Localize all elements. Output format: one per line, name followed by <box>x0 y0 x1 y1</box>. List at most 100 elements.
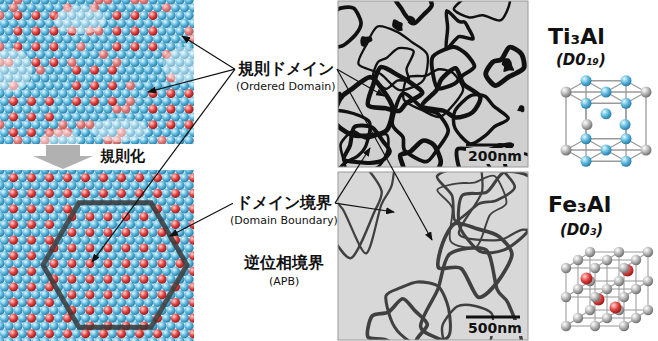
atom <box>90 298 99 307</box>
atom <box>153 19 162 28</box>
atom <box>112 212 121 221</box>
tem-micrograph <box>338 172 528 340</box>
atom <box>99 144 108 145</box>
atom <box>144 329 153 338</box>
atom <box>49 212 58 221</box>
atom <box>49 337 58 341</box>
atom <box>157 136 166 144</box>
atom <box>18 19 27 28</box>
atom <box>49 58 58 67</box>
atom <box>112 27 121 36</box>
atom <box>117 34 126 43</box>
atom <box>126 144 135 145</box>
dark-spot <box>502 58 515 72</box>
atom <box>162 173 171 182</box>
atom <box>171 3 180 12</box>
atom <box>81 66 90 75</box>
atom <box>76 73 85 82</box>
atom <box>180 144 189 145</box>
micrograph-frame <box>338 1 528 167</box>
atom <box>153 50 162 59</box>
domain-boundary-line <box>459 172 528 240</box>
atom <box>58 197 67 206</box>
term-label: 逆位相境界 <box>244 254 324 272</box>
atom <box>139 11 148 20</box>
atom <box>27 329 36 338</box>
atom <box>58 337 67 341</box>
atom <box>99 251 108 260</box>
atom <box>157 321 166 330</box>
atom <box>27 34 36 43</box>
atom <box>153 128 162 137</box>
atom <box>4 306 13 315</box>
atom <box>36 19 45 28</box>
atom <box>18 128 27 137</box>
atom <box>130 105 139 114</box>
domain-boundary-line <box>386 282 451 340</box>
atom <box>18 34 27 43</box>
atom <box>63 329 72 338</box>
atom <box>94 290 103 299</box>
atom <box>148 275 157 284</box>
atom <box>581 133 592 144</box>
atom <box>126 267 135 276</box>
atom <box>135 173 144 182</box>
atom <box>67 337 76 341</box>
atom <box>40 181 49 190</box>
atom <box>22 181 31 190</box>
atom <box>4 11 13 20</box>
atom <box>22 89 31 98</box>
atom <box>103 105 112 114</box>
atom <box>162 314 171 323</box>
atom <box>99 267 108 276</box>
micrograph-frame <box>338 172 528 340</box>
atom <box>135 267 144 276</box>
atom <box>9 298 18 307</box>
domain-boundary-line <box>438 223 512 297</box>
atom <box>171 298 180 307</box>
atom <box>117 251 126 260</box>
atom <box>0 112 9 121</box>
atom <box>117 81 126 90</box>
atom <box>0 136 5 144</box>
atom <box>171 144 180 145</box>
atom <box>166 27 175 36</box>
atom <box>9 34 18 43</box>
atom <box>189 251 194 260</box>
process-label: 規則化 <box>100 148 145 165</box>
atom <box>22 321 31 330</box>
atom <box>85 337 94 341</box>
atom <box>112 243 121 252</box>
atom <box>184 27 193 36</box>
atom <box>45 50 54 59</box>
atom <box>166 105 175 114</box>
atom <box>99 66 108 75</box>
atom <box>144 236 153 245</box>
atom <box>76 105 85 114</box>
atom <box>162 267 171 276</box>
atom <box>103 73 112 82</box>
atom <box>108 66 117 75</box>
atom <box>175 105 184 114</box>
atom <box>573 313 583 323</box>
atom <box>144 112 153 121</box>
atom <box>0 11 5 20</box>
atom <box>31 259 40 268</box>
atom <box>72 66 81 75</box>
atom <box>90 329 99 338</box>
atom <box>0 144 1 145</box>
atom <box>72 329 81 338</box>
atom <box>153 97 162 106</box>
atom <box>184 306 193 315</box>
atom <box>130 89 139 98</box>
atom <box>590 263 600 273</box>
atom <box>85 181 94 190</box>
atom <box>135 3 144 12</box>
atom <box>4 290 13 299</box>
atom <box>0 181 5 190</box>
atom <box>72 282 81 291</box>
atom <box>561 145 572 156</box>
atom <box>108 267 117 276</box>
atom <box>175 212 184 221</box>
